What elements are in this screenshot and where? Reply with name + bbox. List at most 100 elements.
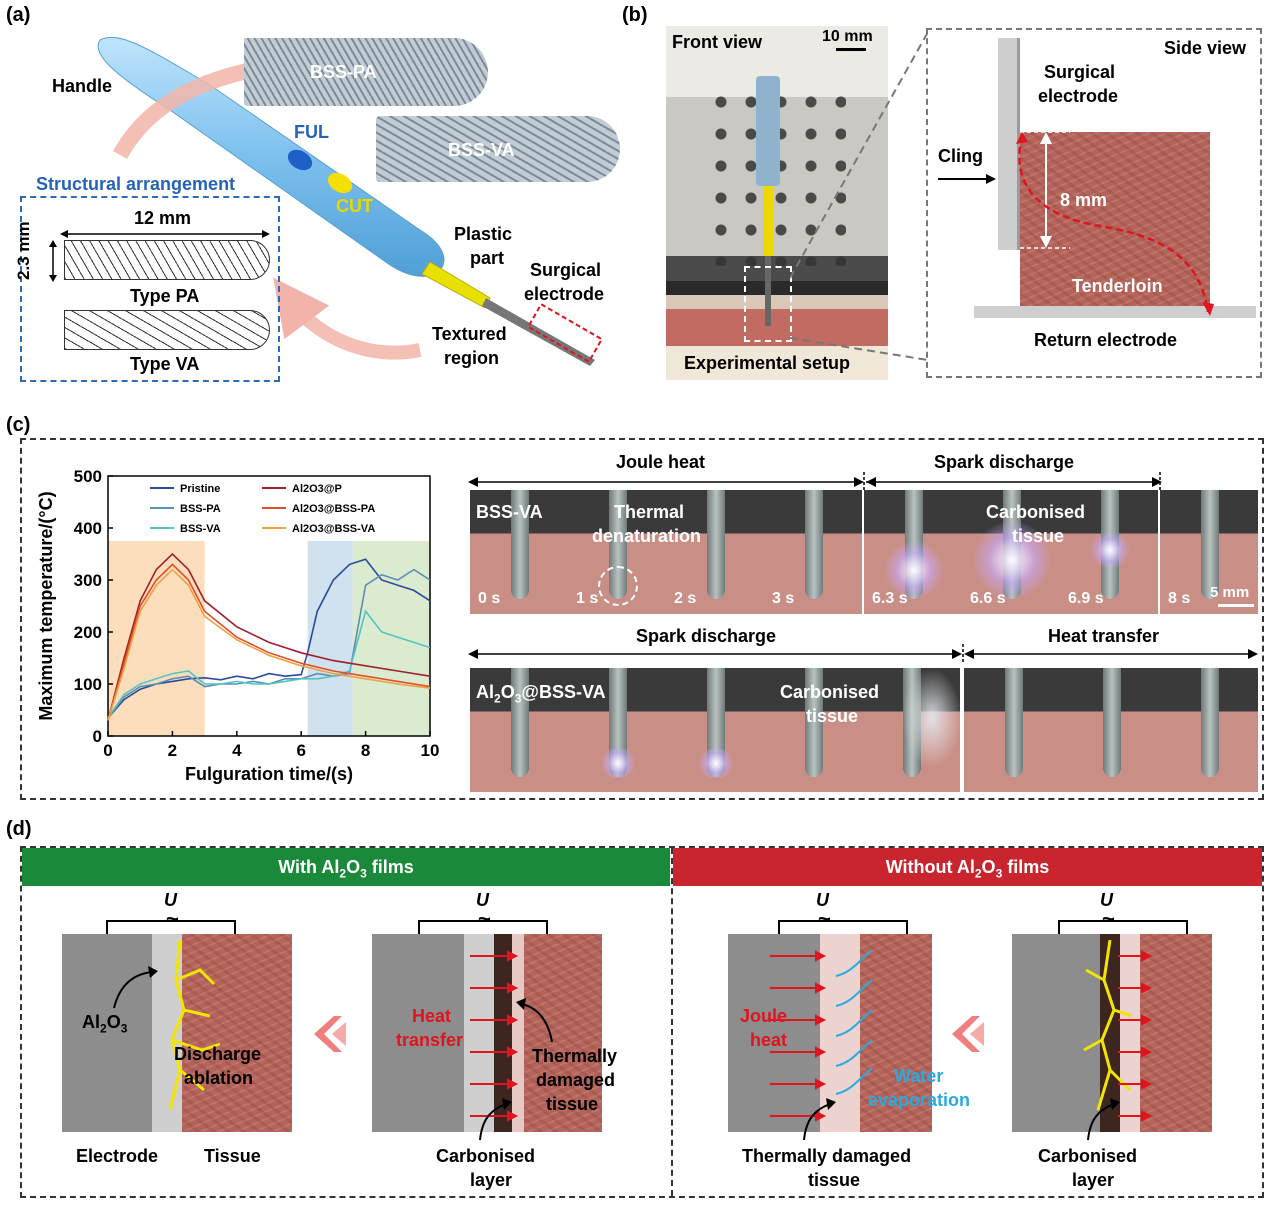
y-tick-label: 500 bbox=[74, 467, 102, 486]
joule-heat-schematic-label-1: Joule bbox=[740, 1006, 788, 1026]
sub-2: 2 bbox=[100, 1021, 107, 1036]
with-al: With Al bbox=[278, 857, 340, 877]
al-text: Al bbox=[476, 682, 494, 702]
films-text: films bbox=[366, 857, 414, 877]
time-label: 8 s bbox=[1168, 590, 1191, 607]
zoom-connector-lines bbox=[790, 31, 929, 361]
circuit-1 bbox=[106, 920, 236, 936]
al2o3-pointer-arrow bbox=[113, 966, 158, 1009]
dashed-zoom-box bbox=[744, 266, 792, 342]
experimental-setup-caption-bg bbox=[666, 346, 888, 380]
water-evaporation-label-2: evaporation bbox=[868, 1090, 971, 1110]
scale-bar-label: 10 mm bbox=[822, 28, 873, 45]
heat-transfer-label: Heat transfer bbox=[1048, 626, 1160, 646]
frame-r2-2 bbox=[568, 668, 666, 792]
time-label: 6.9 s bbox=[1068, 590, 1104, 607]
structural-arrangement-label: Structural arrangement bbox=[36, 174, 236, 194]
bss-pa-label: BSS-PA bbox=[310, 62, 377, 82]
frame-r2-5 bbox=[862, 668, 960, 792]
damaged-layer-4 bbox=[1120, 934, 1140, 1132]
sub-2: 2 bbox=[974, 866, 982, 881]
joule-heat-label: Joule heat bbox=[616, 452, 706, 472]
o-text: O bbox=[106, 1012, 121, 1032]
bss-pa-texture-image bbox=[244, 38, 488, 106]
thermally-damaged-tissue-label-2: tissue bbox=[808, 1170, 861, 1190]
frame-2s: 2 s bbox=[666, 490, 764, 614]
x-tick-label: 0 bbox=[103, 741, 112, 760]
panel-d-box bbox=[20, 846, 1264, 1198]
tissue-block-4 bbox=[1140, 934, 1212, 1132]
tissue-label: Tissue bbox=[204, 1146, 261, 1166]
row2-phase-arrows bbox=[468, 644, 1258, 664]
circuit-2 bbox=[418, 920, 548, 936]
front-view-label: Front view bbox=[672, 32, 763, 52]
return-electrode-label: Return electrode bbox=[1034, 330, 1178, 350]
o-text: O bbox=[346, 857, 361, 877]
tissue-block-1 bbox=[182, 934, 292, 1132]
frame-r2-7 bbox=[1062, 668, 1160, 792]
type-va-label: Type VA bbox=[130, 354, 200, 374]
electrode-block-3 bbox=[728, 934, 820, 1132]
panel-c-box bbox=[20, 438, 1264, 800]
carbonised-layer-label-2a: Carbonised bbox=[1038, 1146, 1138, 1166]
without-films-header: Without Al2O3 films bbox=[673, 848, 1262, 886]
heat-arrows-4 bbox=[1118, 950, 1153, 1122]
frame-0s: 0 s bbox=[470, 490, 568, 614]
shaded-region bbox=[307, 541, 353, 736]
bss-va-label: BSS-VA bbox=[448, 140, 515, 160]
carbonised-tissue-label-1a: Carbonised bbox=[986, 502, 1086, 522]
smoke bbox=[902, 668, 960, 768]
carbonised-tissue-label-2b: tissue bbox=[806, 706, 859, 726]
heat-transfer-schematic-label-2: transfer bbox=[396, 1030, 464, 1050]
legend-label: Al2O3@BSS-PA bbox=[292, 503, 375, 515]
carbonised-layer-label-1b: layer bbox=[470, 1170, 513, 1190]
type-va-pattern bbox=[64, 310, 270, 350]
electrode-tip bbox=[765, 256, 771, 326]
circuit-3 bbox=[778, 920, 908, 936]
series-line bbox=[107, 609, 431, 719]
textured-region-label-1: Textured bbox=[432, 324, 507, 344]
series-line bbox=[107, 558, 431, 719]
shaded-region bbox=[352, 541, 430, 736]
thermally-damaged-pointer-arrow bbox=[803, 1098, 836, 1141]
length-label: 12 mm bbox=[134, 208, 192, 228]
cling-label: Cling bbox=[938, 146, 983, 166]
frame-r2-4 bbox=[764, 668, 862, 792]
row1-sample-label: BSS-VA bbox=[476, 502, 543, 522]
electrode-block-2 bbox=[372, 934, 464, 1132]
u-label-3: U bbox=[816, 890, 829, 910]
experimental-setup-caption: Experimental setup bbox=[684, 353, 851, 373]
sub-3: 3 bbox=[120, 1021, 128, 1036]
tilde-4: ~ bbox=[1102, 906, 1115, 931]
frame-r2-3 bbox=[666, 668, 764, 792]
scale-bar bbox=[836, 48, 866, 51]
side-view-box bbox=[926, 28, 1262, 378]
al2o3-layer-2 bbox=[464, 934, 494, 1132]
y-axis-label: Maximum temperature/(°C) bbox=[36, 491, 56, 720]
side-surgical-electrode bbox=[998, 38, 1020, 250]
time-label: 1 s bbox=[576, 590, 599, 607]
y-tick-label: 0 bbox=[93, 727, 102, 746]
sub-3: 3 bbox=[995, 866, 1003, 881]
chevron-left-icon-2 bbox=[952, 1016, 984, 1052]
time-label: 2 s bbox=[674, 590, 697, 607]
panel-a-letter: (a) bbox=[6, 4, 31, 26]
thermally-damaged-label-2: damaged bbox=[536, 1070, 616, 1090]
thermally-damaged-label-1: Thermally bbox=[532, 1046, 618, 1066]
row1-phase-arrows bbox=[468, 472, 1162, 492]
shaded-region bbox=[108, 541, 205, 736]
tenderloin-block bbox=[1020, 132, 1210, 306]
plot-frame bbox=[107, 475, 431, 737]
y-tick-label: 200 bbox=[74, 623, 102, 642]
scale-5mm-bar bbox=[1218, 604, 1254, 607]
denaturation-circle bbox=[598, 566, 638, 606]
carbonised-pointer-arrow-1 bbox=[479, 1098, 512, 1141]
frame-6-3s: 6.3 s bbox=[864, 490, 962, 614]
time-label: 0 s bbox=[478, 590, 501, 607]
series-line bbox=[107, 563, 431, 721]
thermally-damaged-tissue-label-1: Thermally damaged bbox=[742, 1146, 912, 1166]
textured-region-label-2: region bbox=[444, 348, 500, 368]
structural-arrangement-box bbox=[20, 196, 280, 382]
spark-discharge-label-2: Spark discharge bbox=[636, 626, 777, 646]
heat-transfer-arrows bbox=[470, 950, 519, 1122]
